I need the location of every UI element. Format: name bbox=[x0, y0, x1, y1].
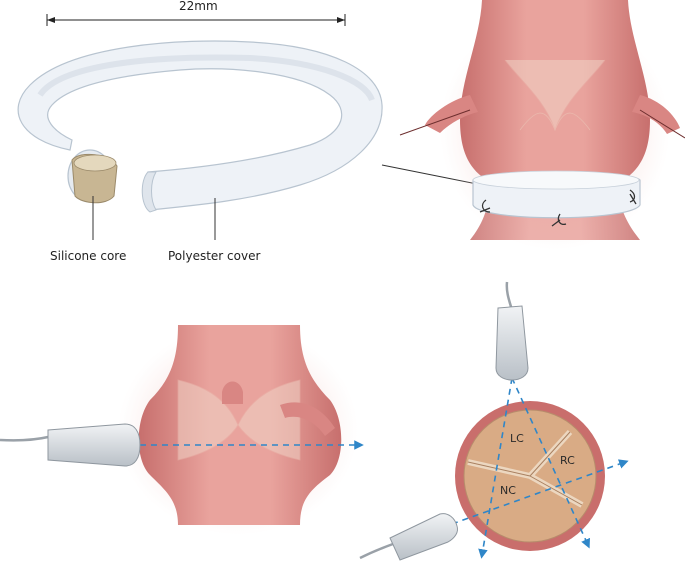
silicone-core-label: Silicone core bbox=[50, 249, 127, 263]
label-nc: NC bbox=[500, 484, 516, 497]
annuloplasty-ring bbox=[17, 14, 478, 240]
short-axis-beam-3 bbox=[451, 459, 629, 525]
polyester-cover-label: Polyester cover bbox=[168, 249, 261, 263]
dimension-line bbox=[46, 14, 346, 26]
ultrasound-probe-icon bbox=[495, 281, 529, 381]
short-axis-view: LC RC NC bbox=[359, 281, 629, 561]
short-axis-beam-1 bbox=[478, 377, 513, 559]
long-axis-view bbox=[0, 325, 364, 535]
dimension-label: 22mm bbox=[179, 0, 218, 13]
ring-body bbox=[17, 40, 383, 211]
short-axis-beam-2 bbox=[511, 377, 590, 549]
ultrasound-probe-icon bbox=[359, 513, 458, 561]
label-lc: LC bbox=[510, 432, 524, 445]
aorta-with-ring bbox=[399, 0, 685, 250]
ultrasound-probe-icon bbox=[0, 423, 141, 467]
label-rc: RC bbox=[560, 454, 575, 467]
